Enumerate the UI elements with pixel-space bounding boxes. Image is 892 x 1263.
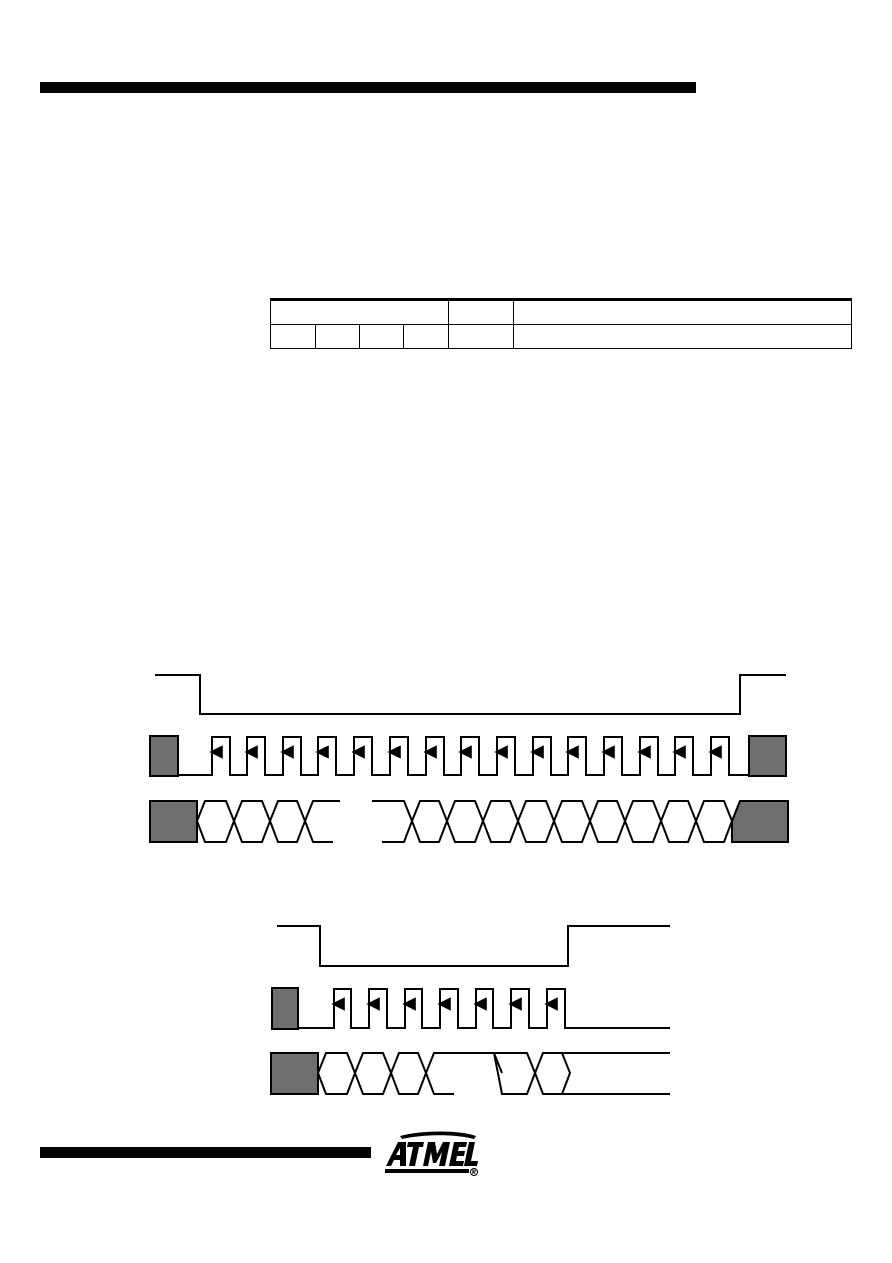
clock-edge-arrows — [331, 997, 558, 1022]
data-bit-cell — [588, 800, 627, 843]
timing-diagram-2 — [277, 925, 670, 1095]
timing-diagram-1 — [155, 674, 786, 843]
clock-waveform — [178, 736, 750, 776]
data-bit-cell — [232, 800, 272, 843]
data-bit-cell — [516, 800, 556, 843]
register-table-cell — [513, 324, 852, 349]
register-table-cell — [359, 324, 404, 349]
data-bit-cell-open — [303, 800, 340, 843]
data-bit-cell — [694, 800, 734, 843]
data-bit-cell-open — [372, 800, 414, 843]
data-bit-cell — [410, 800, 449, 843]
data-bit-cell — [481, 800, 520, 843]
data-bit-cell — [389, 1052, 428, 1095]
atmel-logo-icon — [385, 1131, 478, 1176]
chip-select-waveform — [155, 674, 786, 715]
data-dont-care-block — [731, 800, 789, 843]
clock-edge-arrows — [209, 745, 722, 770]
data-bit-cell-open — [493, 1052, 537, 1095]
register-table-row — [270, 324, 852, 349]
data-bit-cell — [623, 800, 663, 843]
data-waveform — [316, 1052, 670, 1095]
data-bit-cell — [316, 1052, 357, 1095]
data-bit-cell-open — [424, 1052, 460, 1095]
data-bit-cell — [195, 800, 236, 843]
data-bit-cell — [659, 800, 698, 843]
header-rule — [40, 82, 696, 93]
data-bit-cell — [552, 800, 592, 843]
register-table-cell — [448, 324, 514, 349]
data-bit-cell — [268, 800, 307, 843]
clock-dont-care-block — [271, 987, 299, 1030]
chip-select-waveform — [277, 925, 670, 967]
register-table-cell — [403, 324, 449, 349]
register-table — [270, 298, 852, 349]
data-bit-cell — [533, 1052, 572, 1095]
footer-rule — [40, 1147, 371, 1158]
clock-waveform — [298, 988, 670, 1029]
data-bit-cell — [445, 800, 485, 843]
data-bit-cell — [353, 1052, 393, 1095]
data-dont-care-block — [270, 1052, 319, 1095]
clock-dont-care-block — [149, 735, 179, 777]
register-table-header-row — [270, 298, 852, 325]
clock-dont-care-block — [748, 735, 787, 777]
data-waveform — [195, 800, 734, 843]
data-dont-care-block — [149, 800, 198, 843]
